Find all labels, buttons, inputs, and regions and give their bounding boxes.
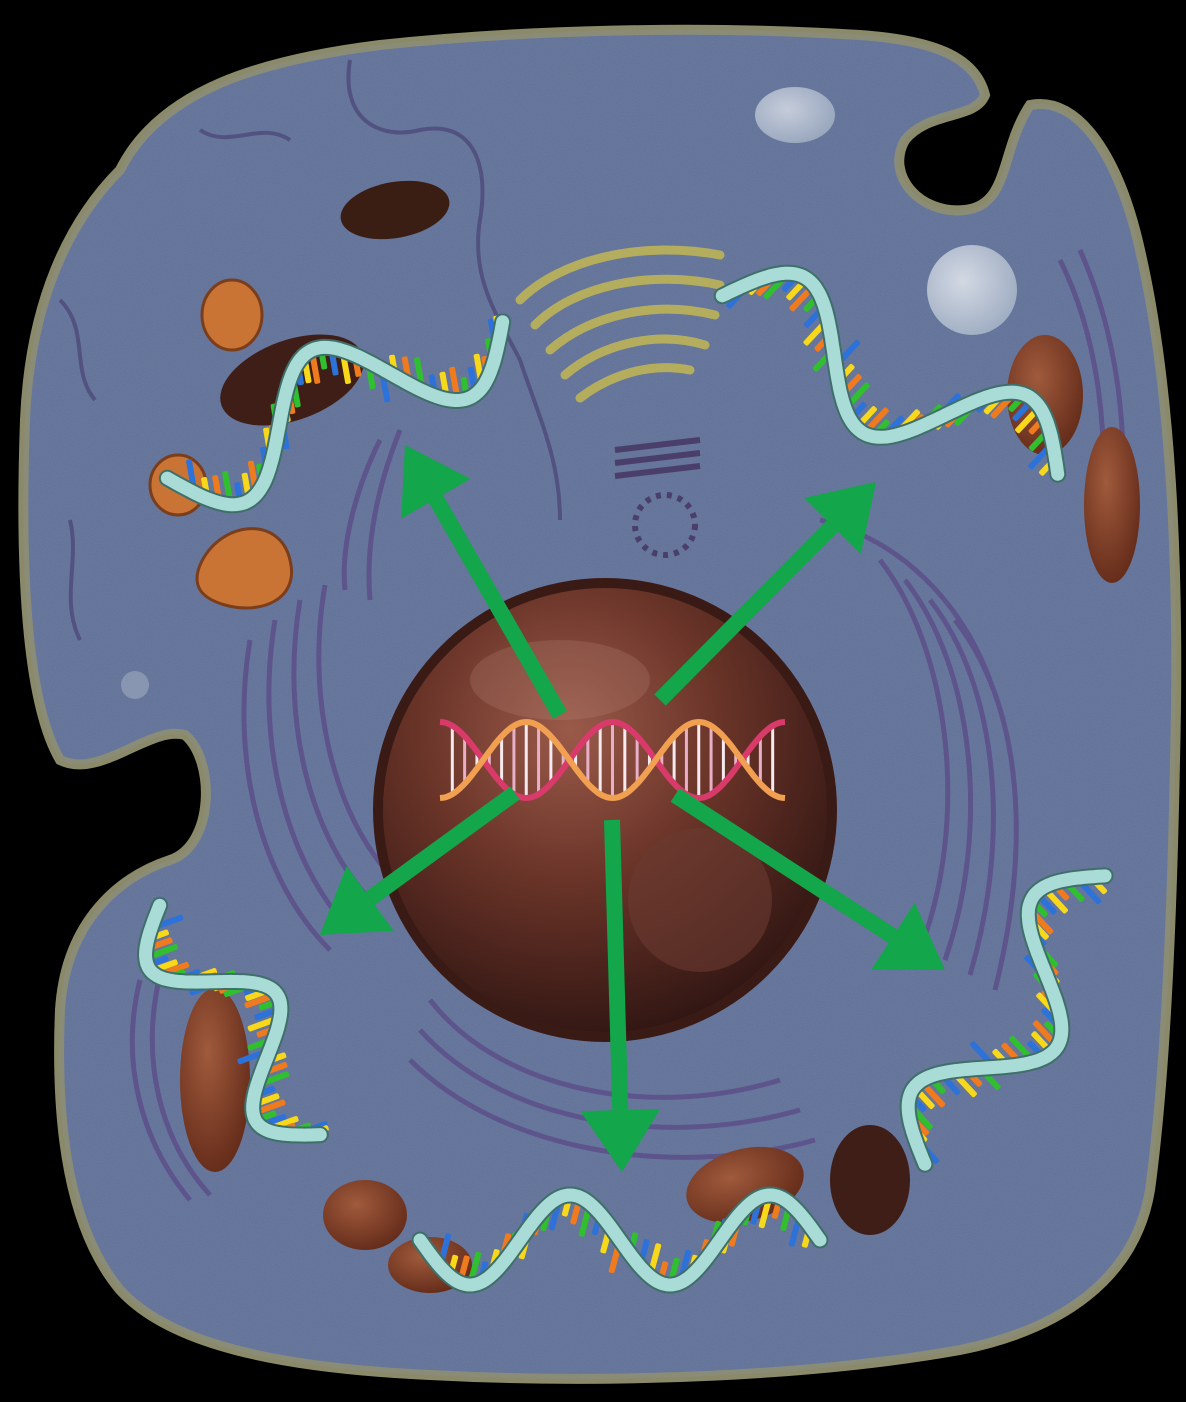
vacuole xyxy=(927,245,1017,335)
arrow-shaft xyxy=(612,820,620,1110)
vesicle xyxy=(755,87,835,143)
vesicle xyxy=(121,671,149,699)
nucleus xyxy=(373,578,837,1042)
